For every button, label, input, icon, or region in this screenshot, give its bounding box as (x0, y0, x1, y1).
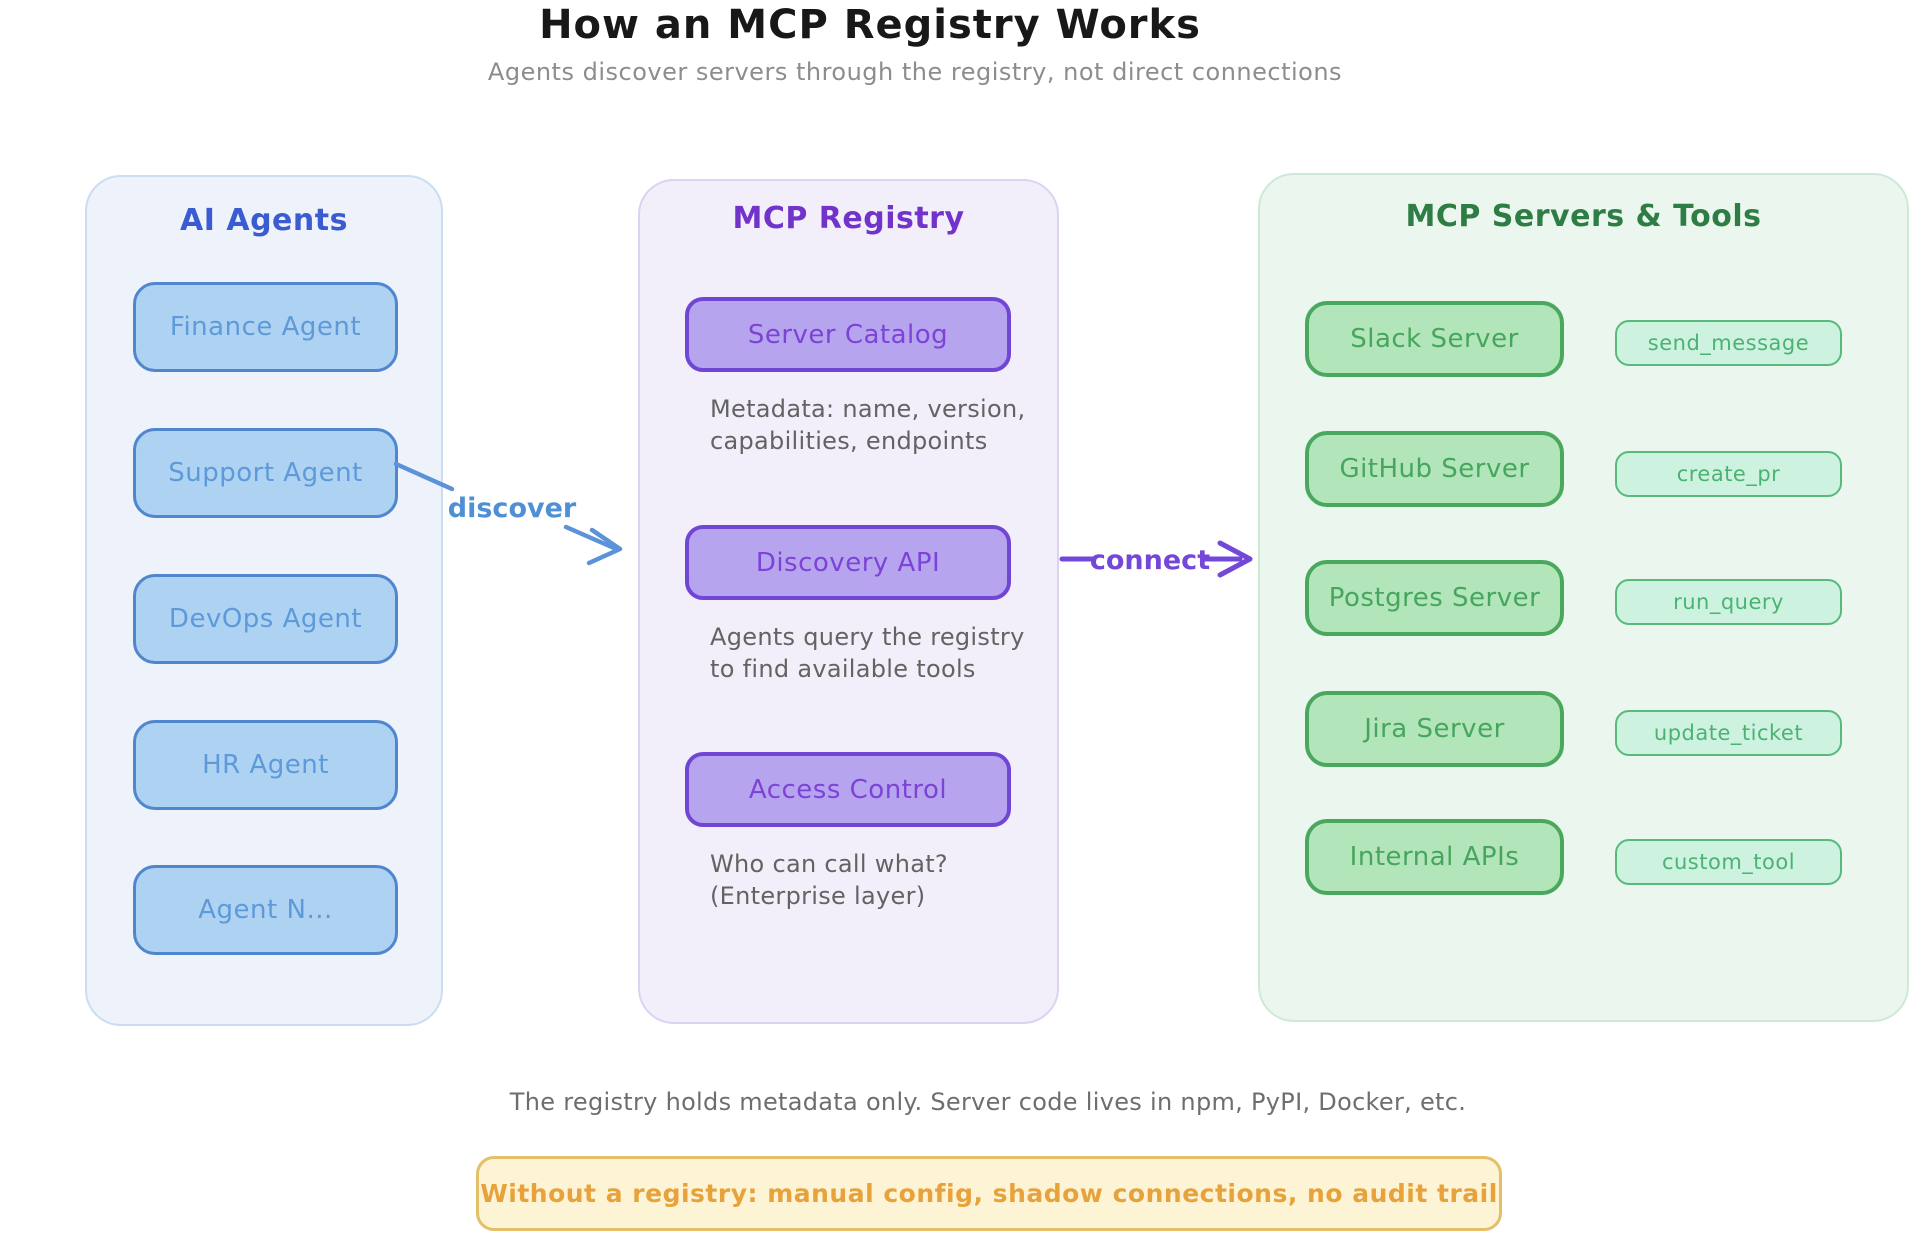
diagram-title: How an MCP Registry Works (539, 2, 1201, 48)
ai-agents-panel: AI Agents Finance Agent Support Agent De… (85, 175, 443, 1026)
tool-node-send-message: send_message (1615, 320, 1842, 366)
mcp-servers-panel: MCP Servers & Tools Slack Server send_me… (1258, 173, 1909, 1022)
tool-node-run-query: run_query (1615, 579, 1842, 625)
ai-agents-panel-title: AI Agents (180, 203, 348, 238)
connect-arrow (1059, 540, 1253, 578)
tool-node-create-pr: create_pr (1615, 451, 1842, 497)
connect-arrow-label: connect (1090, 545, 1210, 576)
agent-node-n: Agent N... (133, 865, 398, 955)
discover-arrow-label: discover (448, 493, 577, 524)
agent-node-finance: Finance Agent (133, 282, 398, 372)
server-node-slack: Slack Server (1305, 301, 1564, 377)
agent-node-hr: HR Agent (133, 720, 398, 810)
footer-note: The registry holds metadata only. Server… (509, 1088, 1467, 1116)
server-node-jira: Jira Server (1305, 691, 1564, 767)
mcp-registry-panel-title: MCP Registry (732, 201, 965, 236)
server-catalog-description: Metadata: name, version, capabilities, e… (710, 395, 1026, 455)
registry-node-access-control: Access Control (685, 752, 1011, 827)
mcp-registry-panel: MCP Registry Server Catalog Metadata: na… (638, 179, 1059, 1024)
tool-node-update-ticket: update_ticket (1615, 710, 1842, 756)
server-node-internal-apis: Internal APIs (1305, 819, 1564, 895)
access-control-description: Who can call what? (Enterprise layer) (710, 850, 948, 910)
discovery-api-description: Agents query the registry to find availa… (710, 623, 1025, 683)
diagram-subtitle: Agents discover servers through the regi… (487, 58, 1343, 86)
mcp-servers-panel-title: MCP Servers & Tools (1405, 199, 1762, 234)
agent-node-support: Support Agent (133, 428, 398, 518)
registry-node-server-catalog: Server Catalog (685, 297, 1011, 372)
agent-node-devops: DevOps Agent (133, 574, 398, 664)
server-node-postgres: Postgres Server (1305, 560, 1564, 636)
registry-node-discovery-api: Discovery API (685, 525, 1011, 600)
warning-banner: Without a registry: manual config, shado… (476, 1156, 1502, 1231)
server-node-github: GitHub Server (1305, 431, 1564, 507)
tool-node-custom-tool: custom_tool (1615, 839, 1842, 885)
